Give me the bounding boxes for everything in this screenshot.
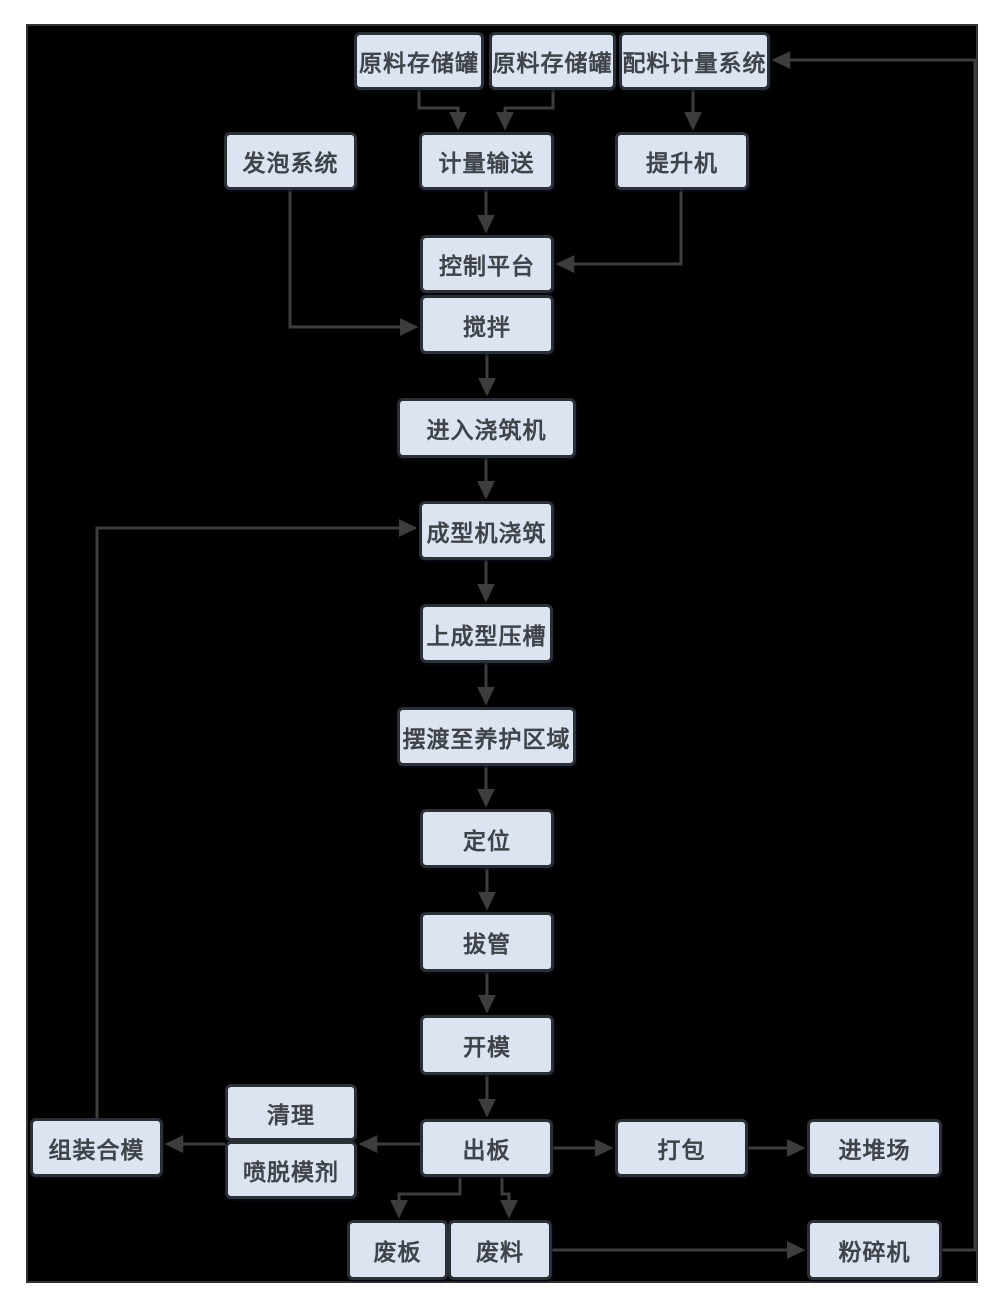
node-label: 进堆场 (838, 1138, 911, 1163)
node-cleaning: 清理 (225, 1084, 357, 1141)
node-label: 发泡系统 (242, 151, 339, 176)
node-label: 清理 (267, 1102, 315, 1128)
node-press: 上成型压槽 (420, 604, 553, 663)
node-control: 控制平台 (420, 235, 554, 293)
node-label: 定位 (463, 828, 511, 854)
node-label: 打包 (657, 1138, 706, 1163)
node-caster: 进入浇筑机 (397, 398, 576, 458)
node-pulltube: 拔管 (420, 912, 554, 972)
node-label: 废料 (476, 1240, 524, 1265)
node-assemble: 组装合模 (30, 1118, 163, 1177)
node-label: 原料存储罐 (359, 51, 479, 76)
node-tank2: 原料存储罐 (489, 32, 616, 90)
node-outboard: 出板 (420, 1119, 553, 1177)
node-stockyard: 进堆场 (807, 1119, 942, 1177)
node-label: 控制平台 (439, 254, 535, 279)
node-label: 喷脱模剂 (243, 1160, 339, 1185)
node-crusher: 粉碎机 (807, 1220, 942, 1280)
node-label: 计量输送 (438, 151, 535, 176)
node-label: 提升机 (646, 151, 718, 176)
node-foaming: 发泡系统 (224, 132, 357, 190)
node-label: 开模 (463, 1035, 511, 1060)
node-label: 拔管 (463, 932, 511, 957)
node-label: 配料计量系统 (622, 51, 767, 76)
node-mixing: 搅拌 (420, 295, 554, 354)
node-label: 原料存储罐 (492, 51, 613, 76)
node-metering: 计量输送 (419, 132, 554, 190)
node-ferry: 摆渡至养护区域 (397, 707, 576, 766)
node-label: 出板 (462, 1138, 511, 1163)
node-openmold: 开模 (420, 1015, 554, 1075)
node-forming: 成型机浇筑 (419, 501, 554, 560)
node-label: 成型机浇筑 (426, 520, 547, 546)
node-label: 上成型压槽 (426, 623, 547, 649)
node-packing: 打包 (615, 1119, 748, 1177)
node-label: 粉碎机 (838, 1240, 911, 1265)
node-label: 搅拌 (463, 314, 511, 340)
node-batching: 配料计量系统 (619, 32, 770, 90)
node-spray: 喷脱模剂 (225, 1141, 357, 1199)
node-label: 进入浇筑机 (426, 418, 547, 443)
flowchart-canvas: 原料存储罐原料存储罐配料计量系统发泡系统计量输送提升机控制平台搅拌进入浇筑机成型… (26, 24, 978, 1283)
node-label: 摆渡至养护区域 (402, 726, 571, 752)
node-wasteboard: 废板 (347, 1220, 448, 1280)
node-label: 组装合模 (48, 1137, 145, 1163)
node-hoist: 提升机 (615, 132, 749, 190)
node-wastemat: 废料 (448, 1220, 552, 1280)
node-positioning: 定位 (420, 809, 554, 868)
node-tank1: 原料存储罐 (354, 32, 484, 90)
node-label: 废板 (373, 1240, 422, 1265)
